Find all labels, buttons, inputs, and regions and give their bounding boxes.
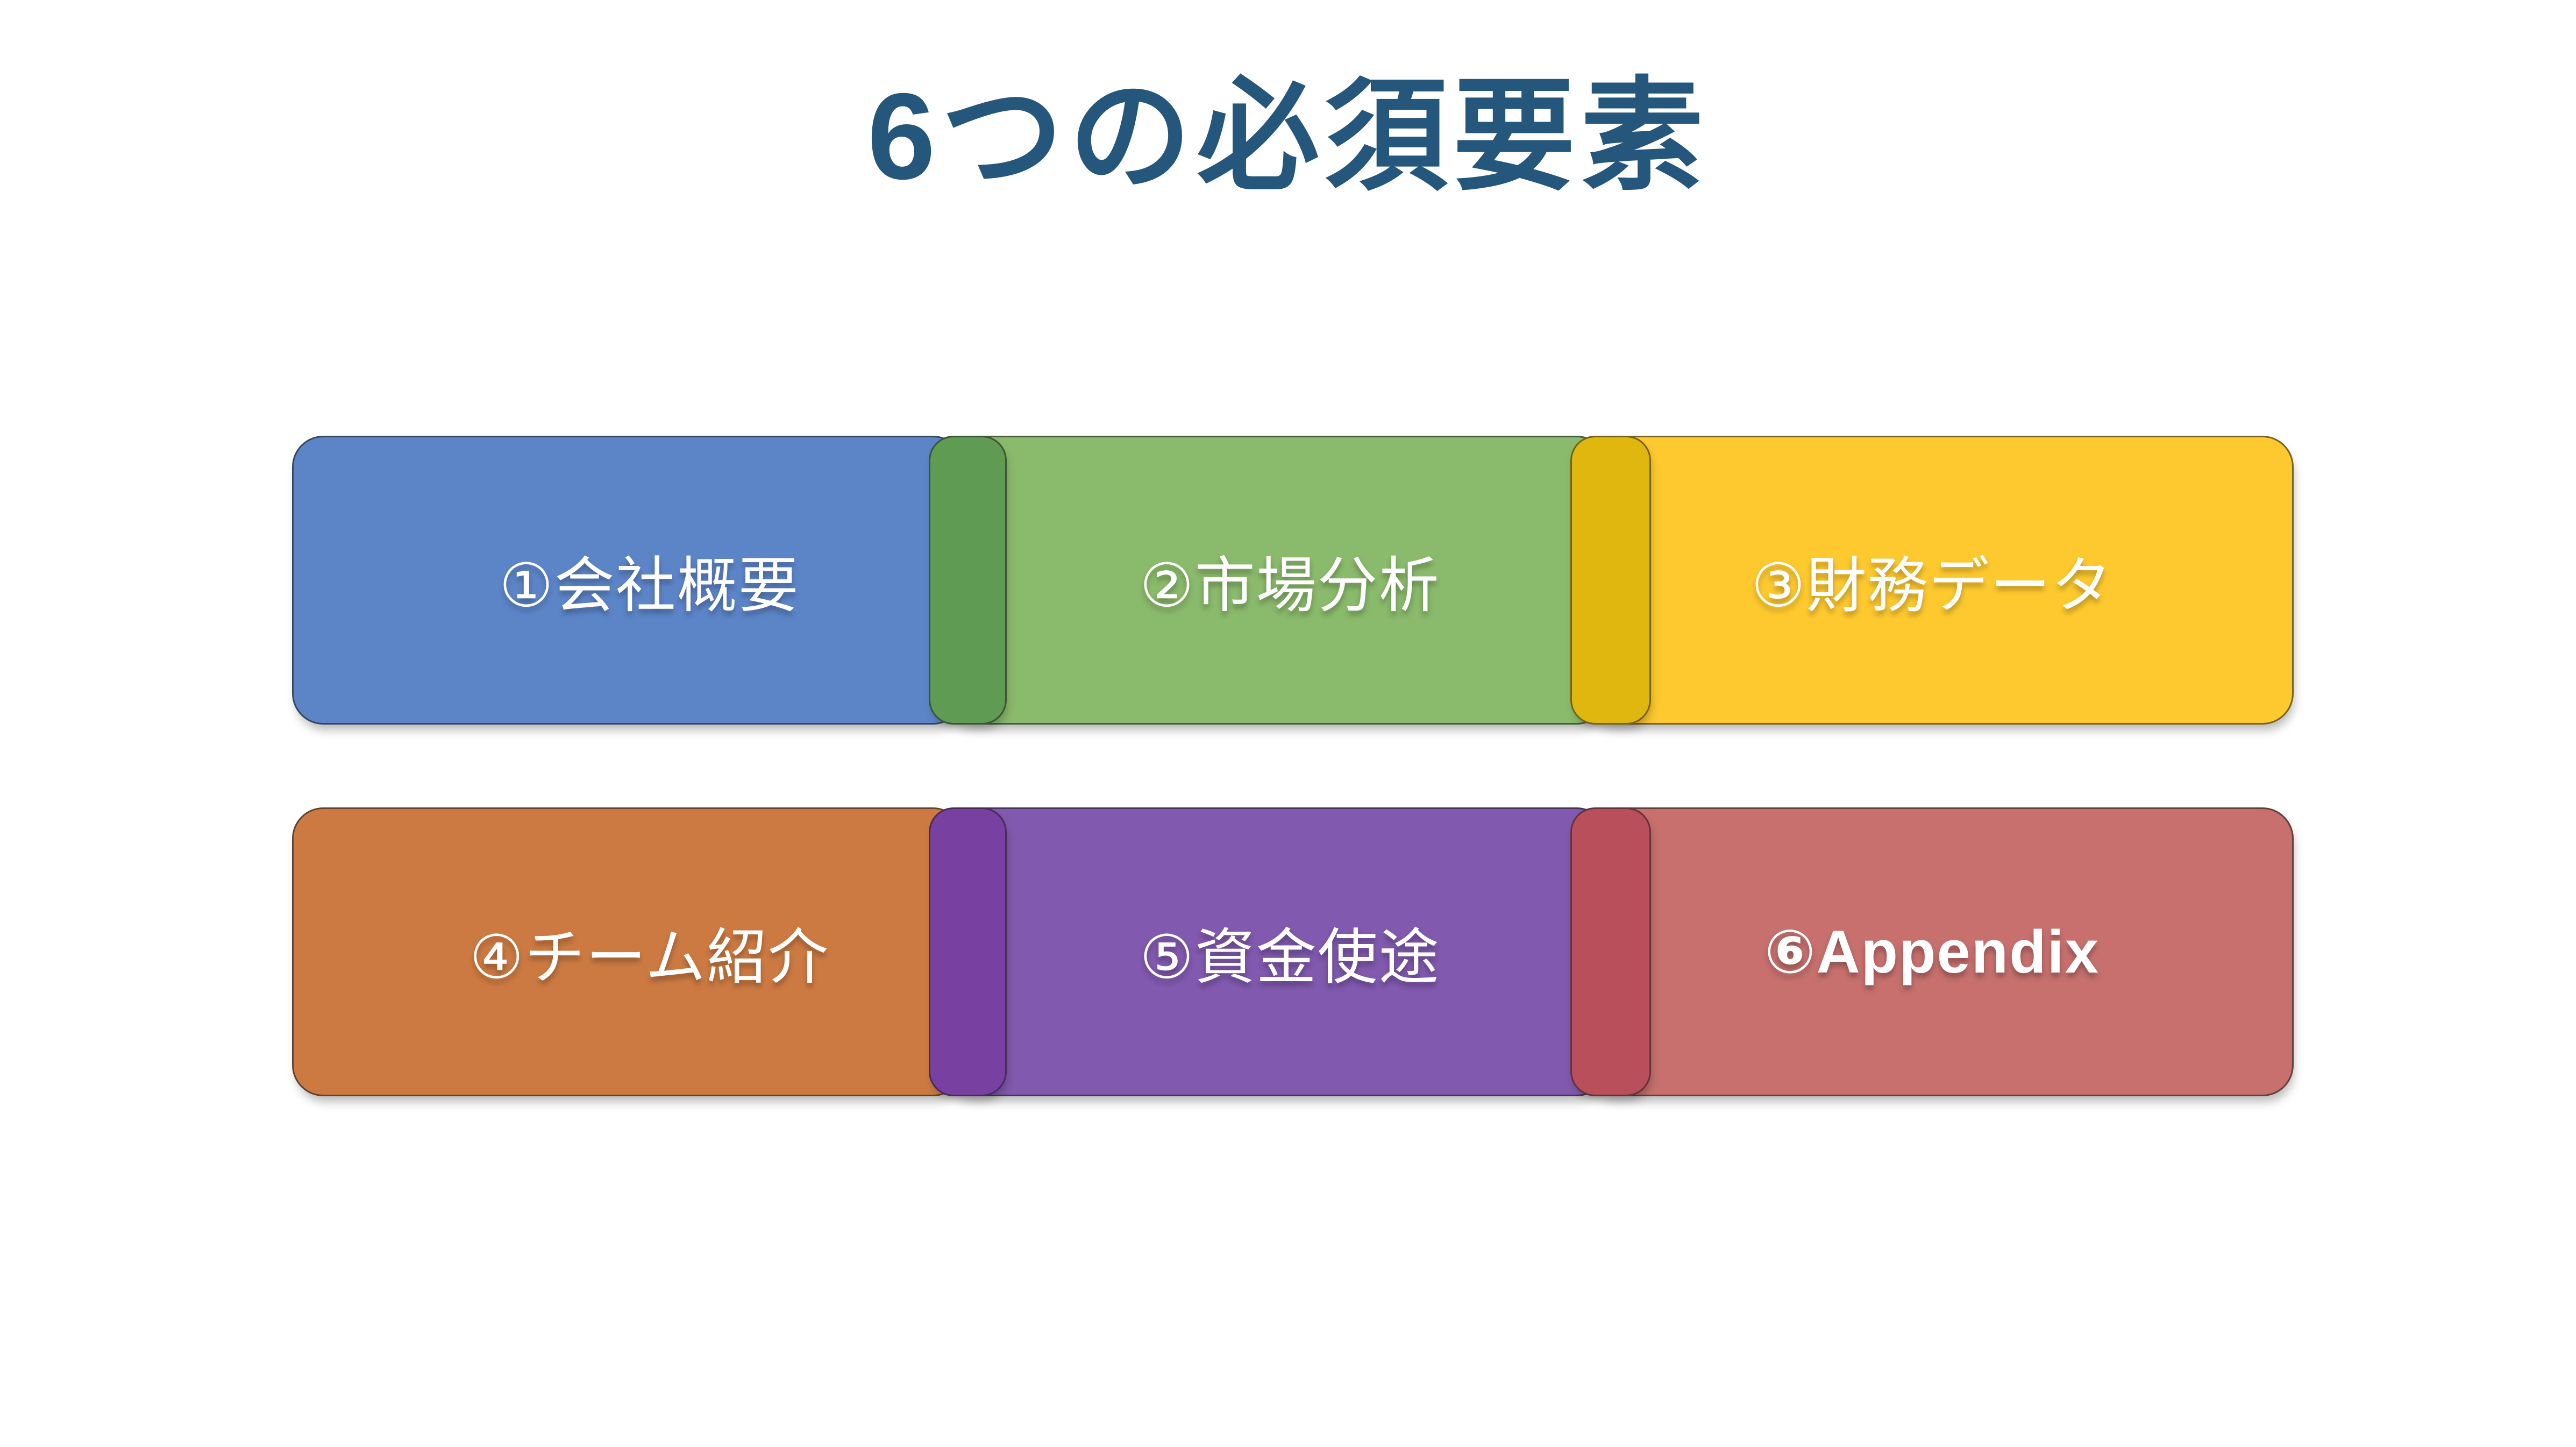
box-financial-data [1581,436,2294,725]
box-fund-usage [940,807,1608,1096]
box-financial-data-overlap-cap [1570,436,1651,725]
box-market-analysis [940,436,1608,725]
box-fund-usage-overlap-cap [929,807,1007,1096]
box-appendix [1581,807,2294,1096]
box-market-analysis-overlap-cap [929,436,1007,725]
box-company-overview [292,436,964,725]
box-team-introduction [292,807,964,1096]
page-title: 6つの必須要素 [867,68,1709,205]
box-appendix-overlap-cap [1570,807,1651,1096]
